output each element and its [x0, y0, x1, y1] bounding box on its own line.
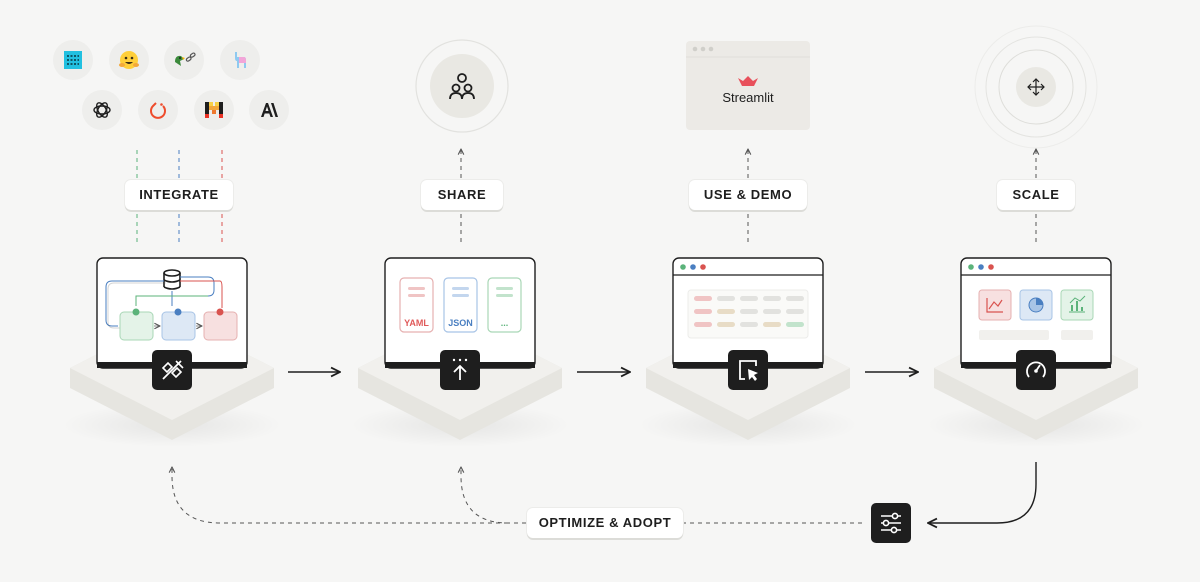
integrate-icon [152, 350, 192, 390]
scale-to-optimize-arrow [928, 462, 1037, 523]
data-table [694, 296, 804, 327]
gauge-icon [1016, 350, 1056, 390]
stage-label-use-demo: USE & DEMO [689, 180, 807, 210]
mistral-icon [194, 90, 234, 130]
stage-label-share: SHARE [421, 180, 503, 210]
share-card-label: YAML [404, 318, 429, 328]
loop-arrow-to-share [461, 467, 526, 524]
streamlit-crown-icon [738, 76, 758, 86]
openai-icon [82, 90, 122, 130]
hugging-face-icon [109, 40, 149, 80]
loop-arrow-to-integrate [172, 467, 508, 524]
share-users-icon [415, 39, 509, 133]
bar-chart-icon [1069, 295, 1086, 313]
sliders-icon [871, 503, 911, 543]
scale-move-icon [974, 25, 1098, 149]
parrot-chain-icon [164, 40, 204, 80]
grid-logo-icon [53, 40, 93, 80]
stage-label-scale: SCALE [997, 180, 1075, 210]
database-icon [163, 269, 181, 290]
share-card-label: ... [501, 318, 509, 328]
llama-icon [220, 40, 260, 80]
streamlit-window: Streamlit [686, 41, 810, 130]
anthropic-icon [249, 90, 289, 130]
screen-scale [960, 257, 1112, 369]
pytorch-icon [138, 90, 178, 130]
streamlit-label: Streamlit [722, 90, 774, 105]
share-card-label: JSON [448, 318, 473, 328]
stage-label-integrate: INTEGRATE [125, 180, 233, 210]
pie-chart-icon [1028, 297, 1044, 313]
share-upload-icon [440, 350, 480, 390]
line-chart-icon [986, 298, 1003, 313]
cursor-click-icon [728, 350, 768, 390]
loop-label: OPTIMIZE & ADOPT [527, 508, 683, 538]
